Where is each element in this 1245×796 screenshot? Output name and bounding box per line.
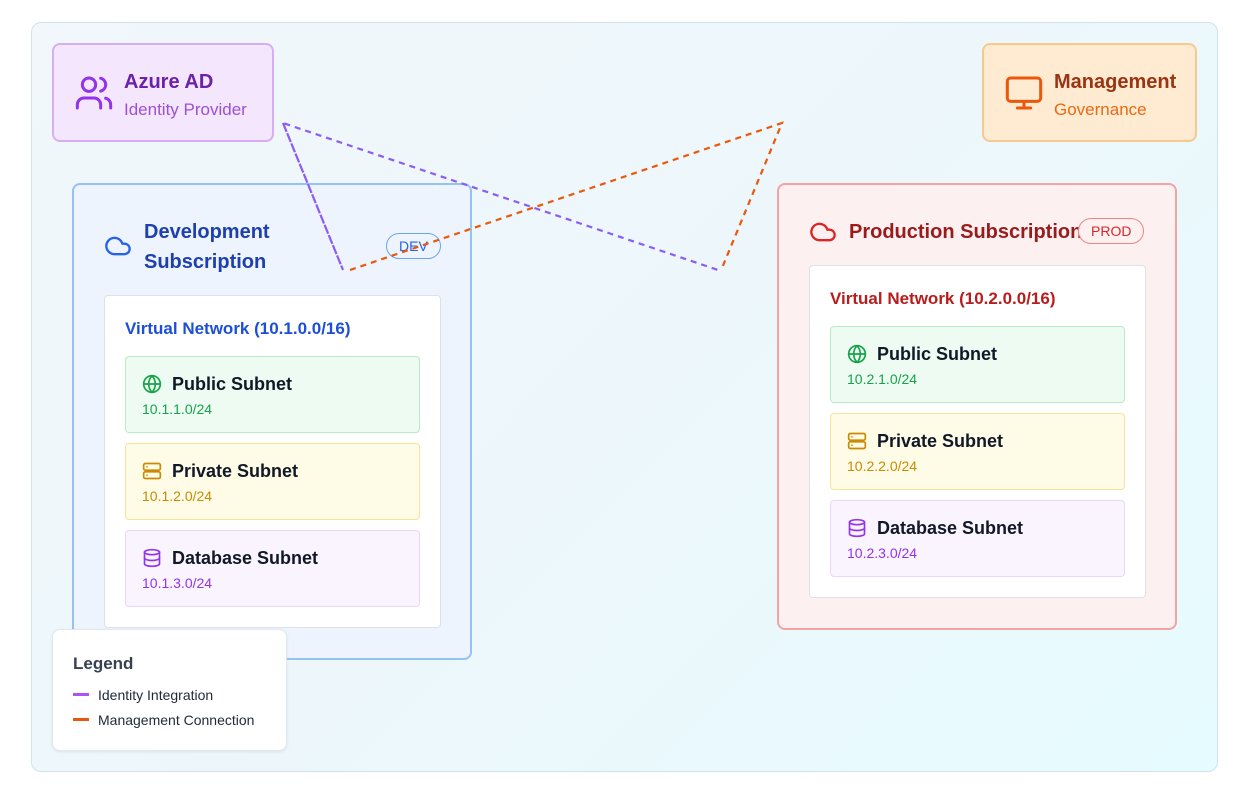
env-badge: DEV [386, 233, 441, 259]
subnet-cidr: 10.1.2.0/24 [142, 488, 213, 504]
legend: Legend Identity Integration Management C… [52, 629, 287, 751]
env-badge: PROD [1078, 218, 1145, 244]
users-icon [74, 73, 114, 118]
database-icon [142, 548, 162, 573]
public-subnet[interactable]: Public Subnet 10.2.1.0/24 [830, 326, 1125, 403]
subnet-name: Private Subnet [877, 431, 1004, 451]
legend-item-management: Management Connection [73, 712, 254, 728]
cloud-icon [104, 232, 132, 265]
azure-ad-node[interactable]: Azure AD Identity Provider [52, 43, 274, 142]
azure-ad-title: Azure AD [124, 71, 214, 93]
globe-icon [142, 374, 162, 399]
subscription-title: Production Subscription [849, 221, 1083, 243]
monitor-icon [1004, 73, 1044, 118]
development-subscription[interactable]: Development Subscription DEV Virtual Net… [72, 183, 472, 660]
azure-ad-subtitle: Identity Provider [124, 100, 247, 119]
vnet-title: Virtual Network (10.2.0.0/16) [830, 289, 1056, 308]
legend-label: Identity Integration [98, 687, 214, 703]
subnet-cidr: 10.2.3.0/24 [847, 545, 918, 561]
virtual-network[interactable]: Virtual Network (10.1.0.0/16) Public Sub… [104, 295, 441, 628]
legend-swatch-identity [73, 692, 89, 696]
legend-title: Legend [73, 654, 134, 673]
legend-item-identity: Identity Integration [73, 687, 213, 703]
public-subnet[interactable]: Public Subnet 10.1.1.0/24 [125, 356, 420, 433]
database-subnet[interactable]: Database Subnet 10.2.3.0/24 [830, 500, 1125, 577]
vnet-title: Virtual Network (10.1.0.0/16) [125, 319, 351, 338]
legend-label: Management Connection [98, 712, 255, 728]
management-node[interactable]: Management Governance [982, 43, 1197, 142]
subnet-name: Private Subnet [172, 461, 299, 481]
database-icon [847, 518, 867, 543]
subnet-name: Database Subnet [172, 548, 319, 568]
subscription-title: Development Subscription [144, 221, 270, 273]
globe-icon [847, 344, 867, 369]
cloud-icon [809, 218, 837, 251]
legend-swatch-management [73, 717, 89, 721]
subnet-name: Public Subnet [172, 374, 293, 394]
subnet-name: Public Subnet [877, 344, 998, 364]
server-icon [847, 431, 867, 456]
subnet-cidr: 10.2.1.0/24 [847, 371, 918, 387]
database-subnet[interactable]: Database Subnet 10.1.3.0/24 [125, 530, 420, 607]
subnet-cidr: 10.1.3.0/24 [142, 575, 213, 591]
private-subnet[interactable]: Private Subnet 10.2.2.0/24 [830, 413, 1125, 490]
management-title: Management [1054, 71, 1177, 93]
subnet-cidr: 10.1.1.0/24 [142, 401, 213, 417]
private-subnet[interactable]: Private Subnet 10.1.2.0/24 [125, 443, 420, 520]
server-icon [142, 461, 162, 486]
virtual-network[interactable]: Virtual Network (10.2.0.0/16) Public Sub… [809, 265, 1146, 598]
subnet-cidr: 10.2.2.0/24 [847, 458, 918, 474]
management-subtitle: Governance [1054, 100, 1147, 119]
subnet-name: Database Subnet [877, 518, 1024, 538]
production-subscription[interactable]: Production Subscription PROD Virtual Net… [777, 183, 1177, 630]
